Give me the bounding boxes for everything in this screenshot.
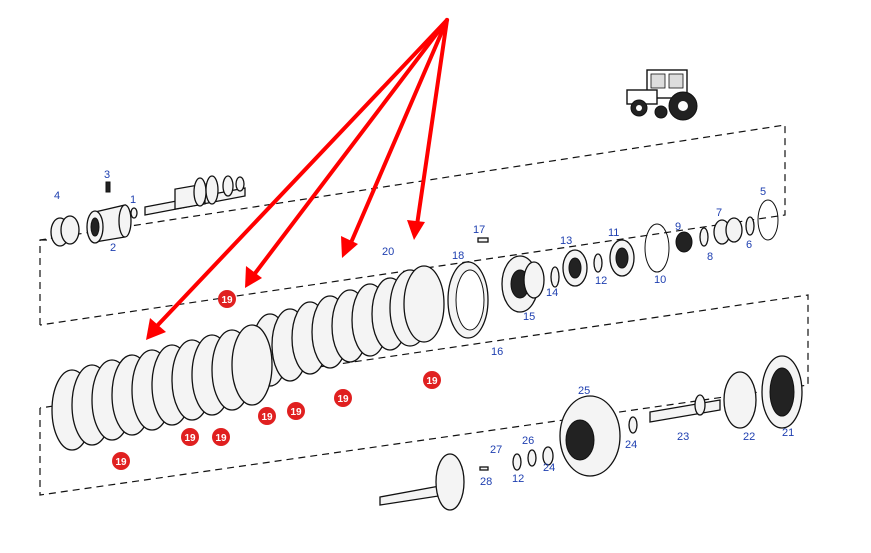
part-25-hub <box>559 395 621 477</box>
part-7-sleeve <box>713 217 743 245</box>
badge-19: 19 <box>112 452 130 470</box>
part-15-gear <box>501 255 545 313</box>
clutch-pack-lower <box>51 324 273 451</box>
badge-19: 19 <box>287 402 305 420</box>
part-8-washer <box>699 227 709 247</box>
svg-text:19: 19 <box>221 295 233 306</box>
callout-4: 4 <box>54 190 60 202</box>
callout-1: 1 <box>130 194 136 206</box>
badge-19: 19 <box>218 290 236 308</box>
callout-13: 13 <box>560 235 572 247</box>
part-21-disc <box>761 355 803 429</box>
callout-16: 16 <box>491 346 503 358</box>
upper-shaft <box>144 175 246 216</box>
part-4-seal-rings <box>50 215 80 247</box>
svg-text:19: 19 <box>215 433 227 444</box>
callout-12-lower: 12 <box>512 473 524 485</box>
tractor-icon <box>626 69 698 121</box>
callout-20: 20 <box>382 246 394 258</box>
part-12-ring-lower <box>512 453 522 471</box>
callout-28: 28 <box>480 476 492 488</box>
red-arrows <box>146 18 449 340</box>
part-13-bearing <box>562 249 588 287</box>
svg-text:19: 19 <box>261 412 273 423</box>
callout-14: 14 <box>546 287 558 299</box>
svg-text:19: 19 <box>115 457 127 468</box>
badge-19: 19 <box>423 371 441 389</box>
callout-11: 11 <box>608 227 619 239</box>
callout-12-upper: 12 <box>595 275 607 287</box>
part-9-spring <box>675 231 693 253</box>
part-26-washer <box>527 449 537 467</box>
callout-7: 7 <box>716 207 722 219</box>
upper-assembly-frame <box>39 124 786 326</box>
callout-24-right: 24 <box>625 439 637 451</box>
callout-10: 10 <box>654 274 666 286</box>
callout-8: 8 <box>707 251 713 263</box>
svg-text:19: 19 <box>184 433 196 444</box>
part-22-plate <box>723 371 757 429</box>
badge-19: 19 <box>181 428 199 446</box>
part-2-housing <box>86 204 132 244</box>
callout-17: 17 <box>473 224 485 236</box>
part-11-bearing <box>609 239 635 277</box>
svg-text:19: 19 <box>290 407 302 418</box>
callout-9: 9 <box>675 221 681 233</box>
badge-19: 19 <box>258 407 276 425</box>
part-28-pin <box>479 466 489 471</box>
part-14-ring <box>550 266 560 288</box>
callout-6: 6 <box>746 239 752 251</box>
part-1-clip <box>130 207 138 219</box>
part-3-pin <box>105 181 111 193</box>
part-12-ring-upper <box>593 253 603 273</box>
svg-text:19: 19 <box>337 394 349 405</box>
callout-21: 21 <box>782 427 794 439</box>
callout-25: 25 <box>578 385 590 397</box>
lower-shaft <box>379 453 465 511</box>
callout-26: 26 <box>522 435 534 447</box>
part-18-disc <box>447 261 489 339</box>
part-5-ring <box>757 199 779 241</box>
callout-22: 22 <box>743 431 755 443</box>
callout-23: 23 <box>677 431 689 443</box>
callout-3: 3 <box>104 169 110 181</box>
callout-2: 2 <box>110 242 116 254</box>
badge-19: 19 <box>212 428 230 446</box>
part-10-ring <box>644 223 670 273</box>
callout-18: 18 <box>452 250 464 262</box>
part-23-shaft <box>649 394 721 423</box>
part-17-pin <box>477 237 489 243</box>
part-24-ring-right <box>628 416 638 434</box>
callout-5: 5 <box>760 186 766 198</box>
callout-24-left: 24 <box>543 462 555 474</box>
callout-15: 15 <box>523 311 535 323</box>
part-6-washer <box>745 216 755 236</box>
svg-text:19: 19 <box>426 376 438 387</box>
clutch-pack-upper <box>251 265 445 387</box>
callout-27: 27 <box>490 444 502 456</box>
part-24-ring-left <box>542 446 554 466</box>
badge-19: 19 <box>334 389 352 407</box>
